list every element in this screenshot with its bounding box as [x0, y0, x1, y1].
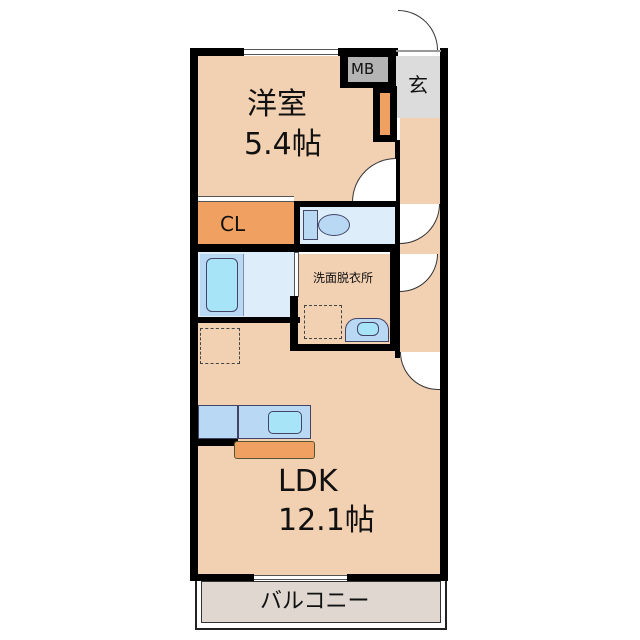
wall-top-left: [190, 48, 244, 56]
toilet-bowl: [318, 214, 350, 236]
washroom-label: 洗面脱衣所: [313, 271, 374, 285]
ldk-size: 12.1帖: [278, 503, 375, 538]
kitchen-wall: [198, 439, 238, 446]
entrance: [396, 56, 441, 118]
balcony: [201, 581, 441, 623]
entrance-label: 玄: [408, 73, 428, 97]
meter-box: [348, 57, 388, 82]
kitchen-bar-counter: [234, 441, 315, 459]
closet-label: CL: [220, 212, 246, 236]
washer-space: [304, 305, 342, 339]
wall-top-of-bath: [294, 201, 400, 207]
western-room-size: 5.4帖: [244, 127, 322, 162]
bath-door[interactable]: [294, 252, 299, 297]
western-room-name: 洋室: [247, 87, 307, 122]
closet-door-line[interactable]: [198, 196, 294, 202]
window-top[interactable]: [244, 49, 338, 55]
entrance-step-line: [396, 50, 441, 52]
bath-wall-bottom: [190, 317, 300, 323]
toilet-wall-left: [294, 201, 300, 252]
entrance-door[interactable]: [398, 10, 438, 50]
refrigerator-space: [200, 328, 240, 364]
ldk-name: LDK: [278, 464, 338, 499]
washroom-wall-bottom: [290, 344, 400, 351]
shoe-cabinet: [380, 93, 390, 135]
toilet-tank: [303, 210, 318, 240]
washbasin-bowl: [357, 322, 379, 336]
balcony-label: バルコニー: [260, 589, 370, 614]
washroom-wall-left: [290, 296, 298, 351]
bathtub: [206, 258, 238, 312]
wall-bottom-left: [190, 574, 254, 581]
wall-bottom-right: [347, 574, 448, 581]
washroom-wall-right: [390, 252, 398, 351]
kitchen-sink: [268, 411, 302, 434]
meter-box-label: MB: [351, 60, 375, 78]
closet: [198, 202, 294, 244]
kitchen-counter-left: [198, 405, 238, 439]
wall-right: [440, 48, 448, 580]
window-balcony[interactable]: [254, 575, 347, 580]
wall-left: [190, 48, 198, 580]
